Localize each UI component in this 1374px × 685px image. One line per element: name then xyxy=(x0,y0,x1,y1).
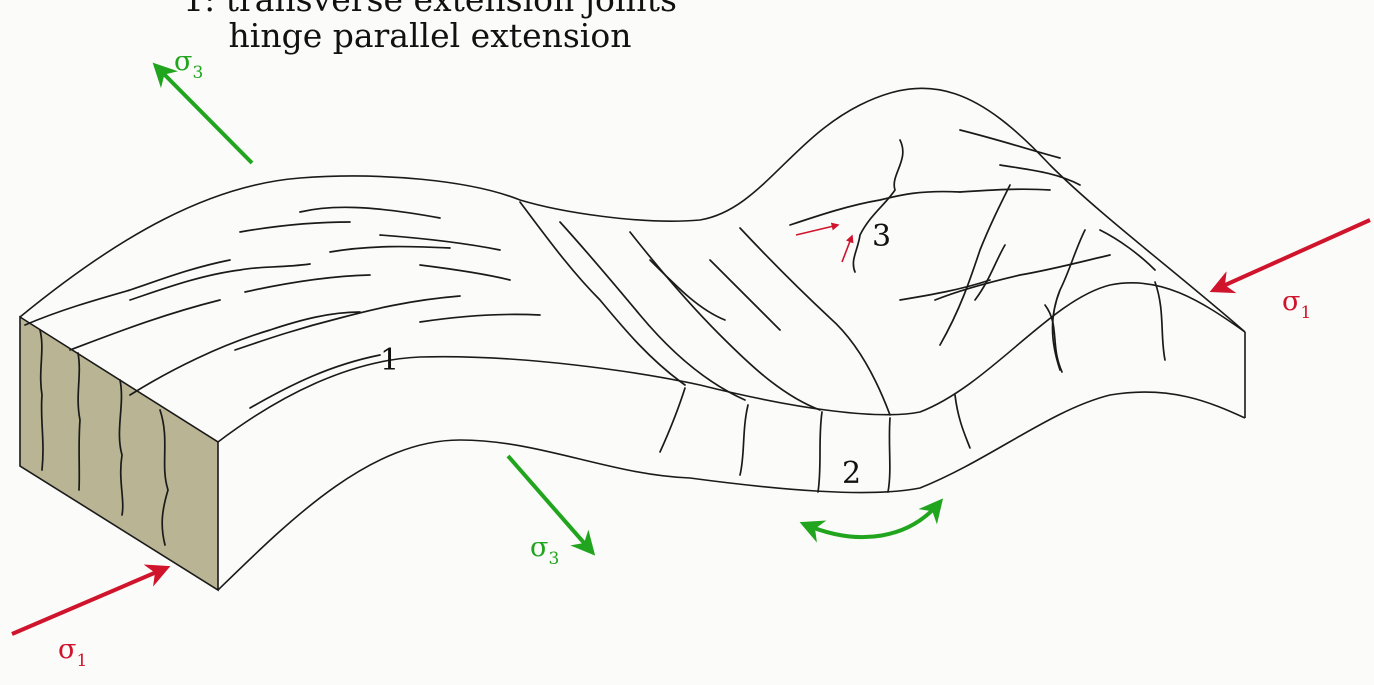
small-red-arrow-2 xyxy=(841,234,854,263)
sigma1-arrow-right xyxy=(1209,218,1371,294)
hinge-extension-arrow xyxy=(799,498,944,543)
label-joint-set-3: 3 xyxy=(872,219,891,254)
title-line-2: hinge parallel extension xyxy=(228,16,632,55)
sigma3-arrow-lower xyxy=(506,454,596,556)
joint-set-2-lines xyxy=(519,201,971,493)
sigma1-arrow-left xyxy=(11,564,171,636)
joint-set-3-lines xyxy=(789,129,1166,373)
label-joint-set-2: 2 xyxy=(842,456,861,491)
sigma1-label-right: σ1 xyxy=(1282,286,1311,323)
joint-set-1-lines xyxy=(24,206,541,409)
fold-top-surface xyxy=(19,87,1246,333)
small-red-arrow-1 xyxy=(795,222,840,236)
fold-bottom-edge xyxy=(217,391,1246,591)
sigma1-label-left: σ1 xyxy=(58,634,87,671)
title-line-1: 1: transverse extension joints xyxy=(0,0,860,19)
sigma3-label-lower: σ3 xyxy=(530,532,559,569)
sigma3-arrow-upper xyxy=(152,62,254,165)
fold-near-edge xyxy=(217,281,1246,443)
block-front-face xyxy=(19,315,219,592)
label-joint-set-1: 1 xyxy=(380,343,399,378)
front-face-joints xyxy=(39,329,169,546)
sigma3-label-upper: σ3 xyxy=(174,46,203,83)
